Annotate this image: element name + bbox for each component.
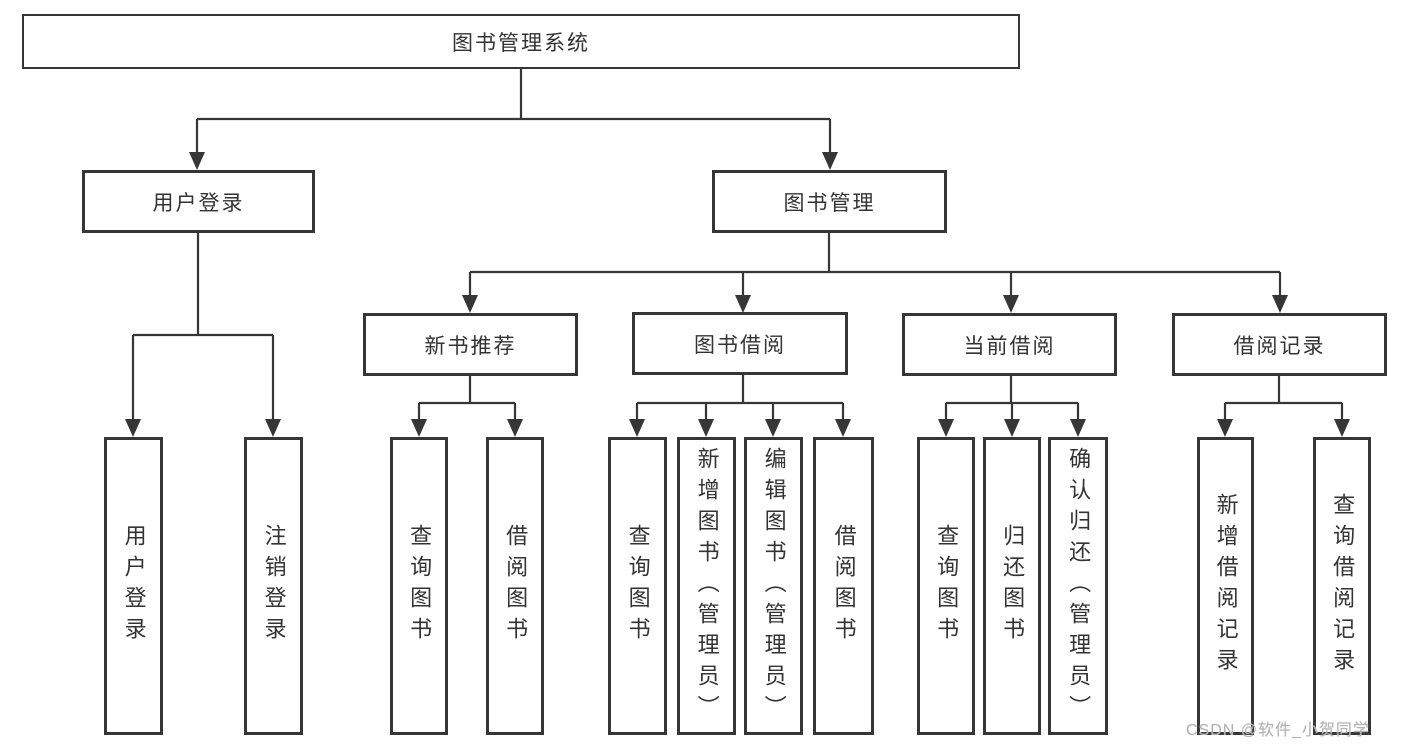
leaf-borrow-books: 借阅图书	[486, 437, 544, 735]
leaf-label: 归还图书	[1000, 524, 1026, 648]
leaf-label: 借阅图书	[831, 524, 857, 648]
node-new-book-recommend: 新书推荐	[363, 313, 578, 376]
leaf-query-books: 查询图书	[608, 437, 667, 735]
leaf-return-books: 归还图书	[983, 437, 1041, 735]
leaf-label: 查询图书	[407, 524, 433, 648]
leaf-query-books: 查询图书	[390, 437, 448, 735]
leaf-user-login: 用户登录	[104, 437, 163, 735]
node-borrow-records: 借阅记录	[1172, 313, 1387, 376]
node-book-borrow: 图书借阅	[632, 312, 848, 375]
leaf-label: 新增图书（管理员）	[694, 446, 720, 726]
leaf-add-books-admin: 新增图书（管理员）	[677, 437, 736, 735]
leaf-label: 注销登录	[261, 524, 287, 648]
leaf-logout: 注销登录	[244, 437, 303, 735]
node-root-system: 图书管理系统	[22, 14, 1020, 69]
leaf-confirm-return-admin: 确认归还（管理员）	[1048, 437, 1108, 735]
leaf-add-borrow-record: 新增借阅记录	[1197, 437, 1254, 735]
leaf-label: 借阅图书	[503, 524, 529, 648]
csdn-watermark: CSDN @软件_小贺同学	[1186, 722, 1370, 739]
node-current-borrow: 当前借阅	[902, 313, 1117, 376]
leaf-label: 用户登录	[121, 524, 147, 648]
leaf-query-borrow-record: 查询借阅记录	[1313, 437, 1371, 735]
leaf-label: 查询借阅记录	[1330, 493, 1356, 679]
leaf-borrow-books: 借阅图书	[813, 437, 874, 735]
leaf-label: 查询图书	[934, 524, 960, 648]
leaf-label: 编辑图书（管理员）	[761, 446, 787, 726]
leaf-label: 新增借阅记录	[1213, 493, 1239, 679]
leaf-edit-books-admin: 编辑图书（管理员）	[744, 437, 803, 735]
arrowheads	[125, 152, 1350, 437]
leaf-label: 确认归还（管理员）	[1066, 446, 1092, 726]
node-book-management: 图书管理	[712, 170, 947, 233]
node-user-login: 用户登录	[82, 170, 315, 233]
leaf-query-books: 查询图书	[917, 437, 975, 735]
leaf-label: 查询图书	[625, 524, 651, 648]
